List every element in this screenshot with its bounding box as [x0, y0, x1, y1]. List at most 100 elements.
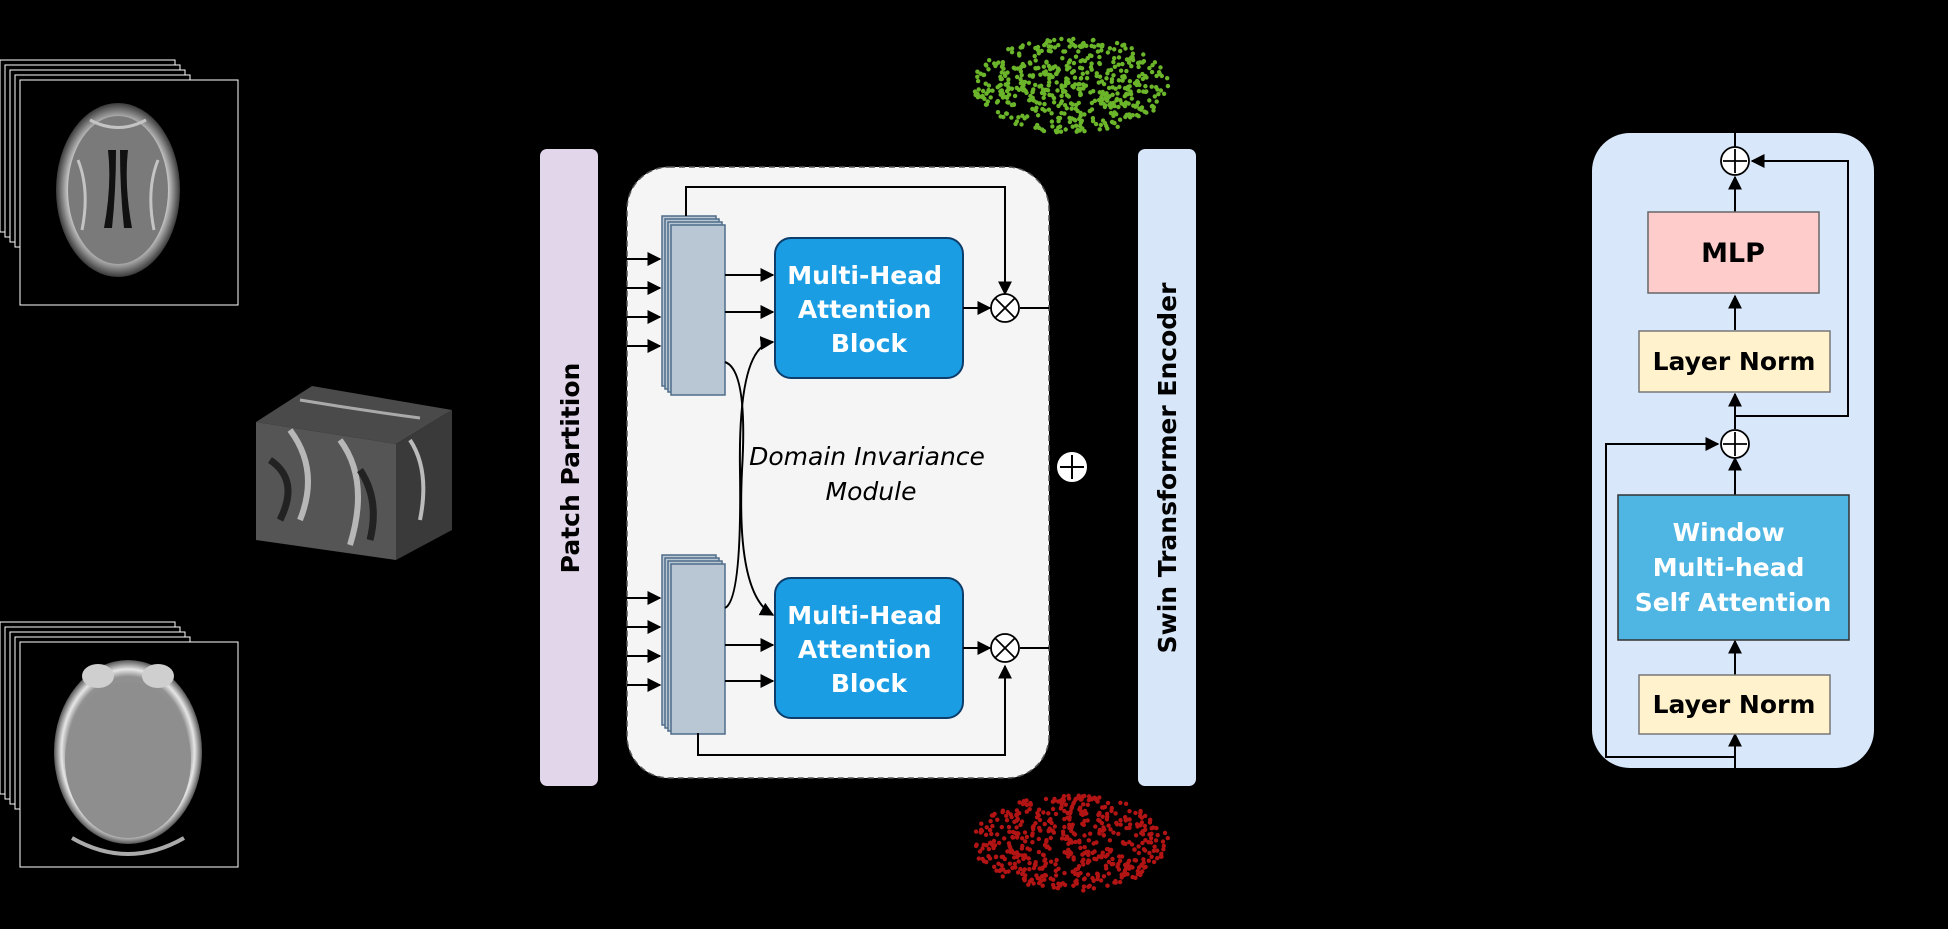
- point-cloud-dot: [992, 61, 997, 66]
- point-cloud-dot: [1104, 123, 1109, 129]
- point-cloud-dot: [976, 856, 981, 861]
- point-cloud-dot: [978, 830, 983, 835]
- point-cloud-dot: [999, 76, 1004, 82]
- point-cloud-dot: [1067, 119, 1073, 125]
- point-cloud-dot: [1133, 833, 1139, 838]
- point-cloud-dot: [1097, 74, 1103, 79]
- point-cloud-dot: [1069, 106, 1074, 111]
- point-cloud-dot: [987, 827, 993, 833]
- point-cloud-dot: [1038, 72, 1043, 77]
- point-cloud-dot: [1078, 75, 1084, 81]
- point-cloud-dot: [1110, 92, 1115, 98]
- point-cloud-dot: [1096, 97, 1102, 103]
- point-cloud-dot: [1037, 84, 1042, 89]
- point-cloud-dot: [996, 840, 1002, 846]
- point-cloud-dot: [1028, 93, 1033, 99]
- point-cloud-dot: [1048, 876, 1053, 881]
- point-cloud-dot: [1078, 92, 1083, 98]
- layer-norm-bottom: Layer Norm: [1638, 674, 1831, 735]
- point-cloud-dot: [1000, 95, 1006, 100]
- point-cloud-dot: [1036, 51, 1042, 56]
- point-cloud-dot: [1071, 857, 1076, 862]
- point-cloud-dot: [1063, 802, 1069, 807]
- point-cloud-dot: [1056, 125, 1061, 130]
- point-cloud-dot: [1158, 88, 1164, 93]
- point-cloud-dot: [1134, 112, 1140, 118]
- point-cloud-dot: [1052, 45, 1058, 50]
- point-cloud-dot: [1077, 123, 1083, 129]
- point-cloud-dot: [1133, 858, 1139, 863]
- point-cloud-dot: [1151, 859, 1157, 865]
- point-cloud-dot: [1124, 91, 1129, 97]
- point-cloud-dot: [1118, 822, 1123, 827]
- point-cloud-dot: [1021, 854, 1026, 859]
- point-cloud-dot: [1052, 796, 1057, 802]
- point-cloud-dot: [1077, 838, 1082, 843]
- swin-encoder-bar: Swin Transformer Encoder: [1138, 149, 1196, 786]
- point-cloud-dot: [1140, 832, 1146, 837]
- point-cloud-dot: [1018, 69, 1024, 74]
- point-cloud-dot: [1029, 877, 1035, 882]
- point-cloud-dot: [1104, 847, 1110, 852]
- point-cloud-dot: [1140, 60, 1145, 65]
- point-cloud-dot: [1108, 827, 1113, 832]
- point-cloud-dot: [1100, 814, 1105, 819]
- point-cloud-dot: [1101, 805, 1106, 810]
- point-cloud-dot: [1023, 873, 1028, 878]
- point-cloud-dot: [1056, 67, 1062, 73]
- point-cloud-dot: [1090, 875, 1095, 881]
- point-cloud-dot: [1104, 866, 1109, 871]
- point-cloud-dot: [1050, 93, 1055, 98]
- point-cloud-dot: [1042, 877, 1047, 882]
- point-cloud-dot: [1054, 857, 1059, 863]
- point-cloud-dot: [1149, 854, 1154, 859]
- point-cloud-dot: [1123, 114, 1128, 120]
- point-cloud-dot: [1019, 73, 1024, 78]
- point-cloud-dot: [1054, 130, 1059, 135]
- point-cloud-dot: [1144, 89, 1149, 94]
- point-cloud-dot: [1000, 874, 1005, 879]
- point-cloud-dot: [1071, 69, 1077, 74]
- point-cloud-dot: [1108, 847, 1114, 853]
- point-cloud-dot: [1040, 106, 1045, 112]
- point-cloud-dot: [1033, 821, 1038, 826]
- point-cloud-dot: [1049, 44, 1054, 49]
- point-cloud-dot: [986, 67, 991, 72]
- stack-to-attention-arrows: [724, 268, 775, 688]
- point-cloud-dot: [1144, 110, 1149, 115]
- point-cloud-dot: [1059, 836, 1065, 841]
- point-cloud-dot: [1031, 865, 1037, 871]
- point-cloud-dot: [1111, 59, 1116, 65]
- point-cloud-dot: [1116, 861, 1121, 867]
- point-cloud-dot: [1155, 833, 1160, 838]
- point-cloud-dot: [1115, 124, 1120, 129]
- point-cloud-dot: [1101, 874, 1107, 879]
- point-cloud-dot: [1086, 797, 1092, 803]
- point-cloud-dot: [1045, 88, 1051, 93]
- multiply-icon: [990, 633, 1020, 663]
- point-cloud-dot: [1056, 799, 1061, 804]
- domain-invariance-module: Multi-Head Attention Block Multi-Head At…: [626, 166, 1050, 779]
- point-cloud-dot: [1125, 86, 1130, 91]
- point-cloud-dot: [1084, 811, 1089, 816]
- point-cloud-dot: [1081, 802, 1086, 807]
- point-cloud-dot: [1126, 60, 1132, 65]
- point-cloud-dot: [1069, 840, 1075, 845]
- point-cloud-dot: [1143, 838, 1148, 843]
- point-cloud-dot: [1005, 80, 1011, 86]
- point-cloud-dot: [1103, 96, 1108, 101]
- point-cloud-dot: [1123, 817, 1129, 822]
- point-cloud-dot: [1147, 98, 1152, 103]
- point-cloud-dot: [1009, 46, 1015, 51]
- point-cloud-dot: [1020, 61, 1025, 67]
- point-cloud-dot: [1019, 819, 1025, 824]
- mlp-block: MLP: [1647, 211, 1820, 294]
- point-cloud-dot: [1042, 842, 1048, 848]
- point-cloud-dot: [1127, 825, 1132, 831]
- skip-connections: [685, 186, 1049, 756]
- point-cloud-dot: [1009, 115, 1014, 120]
- point-cloud-dot: [1109, 79, 1115, 85]
- point-cloud-dot: [1123, 46, 1128, 51]
- swin-encoder-label: Swin Transformer Encoder: [1153, 282, 1182, 653]
- point-cloud-dot: [1141, 52, 1146, 57]
